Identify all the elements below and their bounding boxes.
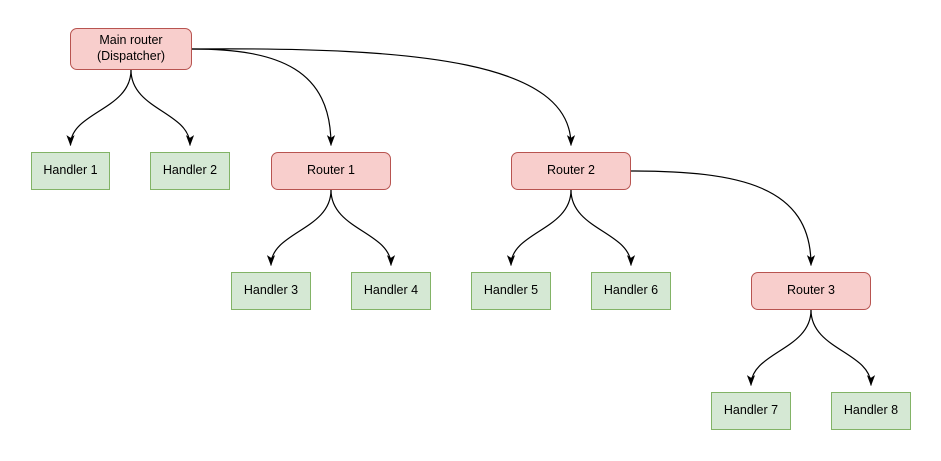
edge-main-to-handler-1 (66, 69, 132, 146)
edge-main-to-router-1 (191, 48, 336, 146)
edge-main-to-handler-2 (130, 69, 195, 146)
node-handler-8[interactable]: Handler 8 (831, 392, 911, 430)
edge-router-2-to-handler-6 (570, 189, 636, 266)
node-handler-3[interactable]: Handler 3 (231, 272, 311, 310)
node-main-router[interactable]: Main router (Dispatcher) (70, 28, 192, 70)
node-handler-4[interactable]: Handler 4 (351, 272, 431, 310)
node-router-3[interactable]: Router 3 (751, 272, 871, 310)
node-label-handler-3: Handler 3 (243, 283, 299, 298)
edge-router-1-to-handler-4 (330, 189, 396, 266)
node-handler-1[interactable]: Handler 1 (31, 152, 110, 190)
node-router-2[interactable]: Router 2 (511, 152, 631, 190)
node-handler-5[interactable]: Handler 5 (471, 272, 551, 310)
node-label-handler-2: Handler 2 (162, 163, 218, 178)
node-label-handler-7: Handler 7 (723, 403, 779, 418)
node-label-main-router: Main router (Dispatcher) (96, 33, 166, 63)
node-label-handler-1: Handler 1 (43, 163, 98, 178)
node-handler-6[interactable]: Handler 6 (591, 272, 671, 310)
node-label-handler-5: Handler 5 (483, 283, 539, 298)
edge-router-3-to-handler-7 (746, 309, 812, 386)
node-handler-7[interactable]: Handler 7 (711, 392, 791, 430)
node-label-router-3: Router 3 (787, 283, 835, 298)
node-label-router-2: Router 2 (547, 163, 595, 178)
edge-router-2-to-handler-5 (506, 189, 572, 266)
edge-router-3-to-handler-8 (810, 309, 876, 386)
edge-router-1-to-handler-3 (266, 189, 332, 266)
node-label-router-1: Router 1 (307, 163, 355, 178)
node-label-handler-6: Handler 6 (603, 283, 659, 298)
node-label-handler-4: Handler 4 (363, 283, 419, 298)
edge-main-to-router-2 (191, 48, 576, 146)
edge-router-2-to-router-3 (630, 170, 816, 266)
edge-group (66, 48, 876, 386)
node-router-1[interactable]: Router 1 (271, 152, 391, 190)
node-handler-2[interactable]: Handler 2 (150, 152, 230, 190)
node-label-handler-8: Handler 8 (843, 403, 899, 418)
